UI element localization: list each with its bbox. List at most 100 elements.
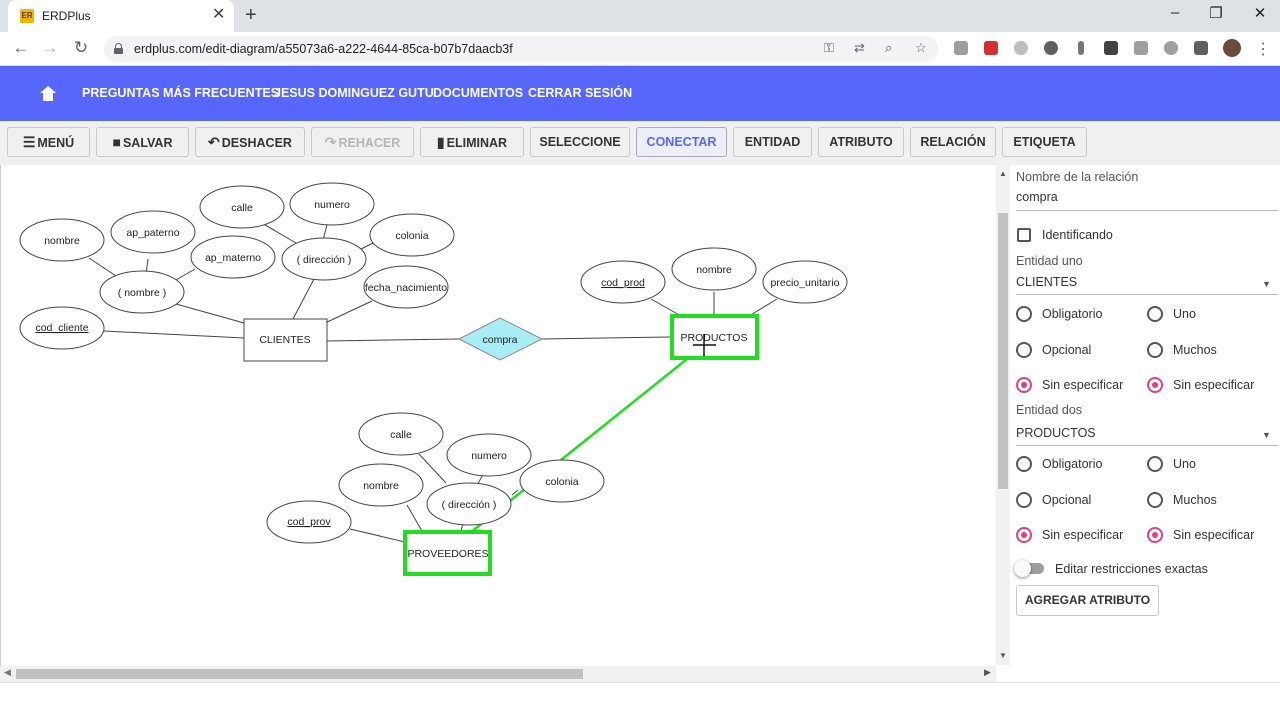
relationship-compra[interactable]: compra (457, 317, 544, 361)
entity-one-uno-radio[interactable] (1147, 306, 1163, 322)
diagram-canvas[interactable]: nombre ap_paterno calle numero ap_matern… (0, 165, 996, 682)
restore-icon[interactable]: ❐ (1209, 5, 1223, 22)
translate-icon[interactable]: ⇄ (854, 40, 865, 55)
attribute-nombre-proveedor[interactable]: nombre (338, 463, 424, 507)
minimize-icon[interactable]: – (1170, 4, 1180, 21)
close-window-icon[interactable]: ✕ (1253, 5, 1267, 22)
entity-one-cardinality-unspecified-radio[interactable] (1147, 377, 1163, 393)
user-link[interactable]: JESUS DOMINGUEZ GUTU (274, 86, 434, 100)
attribute-calle[interactable]: calle (199, 185, 285, 229)
tab-close-icon[interactable]: ✕ (212, 6, 226, 23)
new-tab-icon[interactable]: + (245, 4, 257, 26)
extension-circle-icon[interactable] (1044, 41, 1058, 55)
scroll-right-icon[interactable]: ▶ (984, 667, 991, 677)
entity-two-participation-unspecified-radio[interactable] (1016, 527, 1032, 543)
attribute-numero[interactable]: numero (289, 182, 375, 226)
omnibox[interactable]: erdplus.com/edit-diagram/a55073a6-a222-4… (104, 36, 938, 62)
relation-name-input[interactable]: compra (1016, 190, 1058, 204)
extension-cloud-icon[interactable] (1164, 41, 1178, 55)
zoom-icon[interactable]: ⌕ (885, 40, 893, 55)
entity-productos[interactable]: PRODUCTOS (670, 314, 759, 360)
extension-dark-icon[interactable] (1104, 41, 1118, 55)
entity-one-opcional-radio[interactable] (1016, 342, 1032, 358)
menu-button[interactable]: ☰MENÚ (7, 127, 90, 157)
entity-two-cardinality-unspecified-radio[interactable] (1147, 527, 1163, 543)
extensions-puzzle-icon[interactable] (1194, 41, 1208, 55)
redo-button[interactable]: ↷REHACER (311, 127, 414, 157)
documents-link[interactable]: DOCUMENTOS (433, 86, 524, 100)
entity-two-muchos-radio[interactable] (1147, 492, 1163, 508)
delete-button[interactable]: ▮ELIMINAR (420, 127, 524, 157)
extension-chat-icon[interactable] (1134, 41, 1148, 55)
key-icon[interactable]: ⚿ (824, 40, 834, 55)
scroll-left-icon[interactable]: ◀ (4, 667, 11, 677)
attribute-nombre[interactable]: nombre (19, 218, 105, 262)
attribute-direccion-proveedor[interactable]: ( dirección ) (426, 482, 512, 526)
identifying-checkbox[interactable] (1017, 228, 1031, 242)
add-attribute-button[interactable]: AGREGAR ATRIBUTO (1016, 585, 1159, 616)
horizontal-scrollbar[interactable]: ◀ ▶ (0, 666, 996, 682)
back-icon[interactable]: ← (12, 38, 30, 57)
entity-one-obligatorio-radio[interactable] (1016, 306, 1032, 322)
home-icon[interactable] (40, 86, 56, 101)
attribute-cod-cliente[interactable]: cod_cliente (19, 306, 105, 350)
attribute-numero-proveedor[interactable]: numero (446, 433, 532, 477)
label-button[interactable]: ETIQUETA (1002, 127, 1087, 157)
vertical-scroll-thumb[interactable] (998, 213, 1008, 489)
extension-red-icon[interactable] (984, 41, 998, 55)
svg-text:colonia: colonia (395, 230, 428, 242)
entity-one-select[interactable]: CLIENTES (1016, 275, 1078, 289)
attribute-cod-prod[interactable]: cod_prod (580, 260, 666, 304)
attribute-button[interactable]: ATRIBUTO (818, 127, 904, 157)
lock-icon[interactable] (114, 43, 123, 54)
attribute-calle-proveedor[interactable]: calle (358, 412, 444, 456)
entity-button[interactable]: ENTIDAD (733, 127, 812, 157)
horizontal-scroll-thumb[interactable] (16, 669, 583, 679)
svg-text:numero: numero (471, 450, 507, 462)
browser-tab[interactable]: ER ERDPlus ✕ (8, 0, 234, 32)
exact-constraints-toggle[interactable] (1018, 563, 1044, 574)
exact-constraints-toggle-knob[interactable] (1014, 560, 1031, 577)
entity-two-select[interactable]: PRODUCTOS (1016, 426, 1096, 440)
attribute-direccion[interactable]: ( dirección ) (281, 237, 367, 281)
save-button[interactable]: ■SALVAR (96, 127, 189, 157)
entity-two-obligatorio-radio[interactable] (1016, 456, 1032, 472)
extension-gray-icon[interactable] (1014, 41, 1028, 55)
attribute-ap-materno[interactable]: ap_materno (190, 235, 276, 279)
vertical-scrollbar[interactable]: ▲ ▼ (996, 165, 1010, 665)
extension-pin-icon[interactable] (1078, 41, 1084, 55)
select-button[interactable]: SELECCIONE (530, 127, 630, 157)
er-diagram[interactable]: nombre ap_paterno calle numero ap_matern… (1, 165, 997, 666)
reload-icon[interactable]: ↻ (73, 38, 89, 57)
address-bar: ← → ↻ erdplus.com/edit-diagram/a55073a6-… (0, 32, 1280, 66)
attribute-nombre-producto[interactable]: nombre (671, 247, 757, 291)
attribute-fecha-nacimiento[interactable]: fecha_nacimiento (363, 265, 449, 309)
forward-icon[interactable]: → (41, 38, 59, 57)
attribute-cod-prov[interactable]: cod_prov (266, 500, 352, 544)
attribute-colonia-proveedor[interactable]: colonia (519, 459, 605, 503)
undo-button[interactable]: ↶DESHACER (195, 127, 305, 157)
attribute-ap-paterno[interactable]: ap_paterno (110, 210, 196, 254)
entity-one-muchos-radio[interactable] (1147, 342, 1163, 358)
scroll-up-icon[interactable]: ▲ (999, 169, 1007, 178)
browser-menu-icon[interactable]: ⋮ (1255, 41, 1271, 58)
attribute-nombre-composite[interactable]: ( nombre ) (99, 270, 185, 314)
entity-clientes[interactable]: CLIENTES (243, 318, 328, 362)
url-text[interactable]: erdplus.com/edit-diagram/a55073a6-a222-4… (134, 42, 513, 56)
attribute-precio-unitario[interactable]: precio_unitario (762, 260, 848, 304)
extension-pdf-icon[interactable] (954, 41, 968, 55)
scroll-down-icon[interactable]: ▼ (999, 651, 1007, 660)
profile-avatar[interactable] (1223, 39, 1241, 57)
entity-one-dropdown-icon[interactable]: ▼ (1262, 279, 1271, 289)
entity-two-dropdown-icon[interactable]: ▼ (1262, 430, 1271, 440)
logout-link[interactable]: CERRAR SESIÓN (528, 86, 633, 100)
connect-button[interactable]: CONECTAR (636, 127, 727, 157)
entity-proveedores[interactable]: PROVEEDORES (403, 530, 492, 576)
relation-button[interactable]: RELACIÓN (910, 127, 996, 157)
entity-two-opcional-radio[interactable] (1016, 492, 1032, 508)
entity-two-uno-radio[interactable] (1147, 456, 1163, 472)
attribute-colonia[interactable]: colonia (369, 213, 455, 257)
bookmark-star-icon[interactable]: ☆ (915, 40, 927, 55)
entity-one-participation-unspecified-radio[interactable] (1016, 377, 1032, 393)
faq-link[interactable]: PREGUNTAS MÁS FRECUENTES (82, 86, 280, 100)
